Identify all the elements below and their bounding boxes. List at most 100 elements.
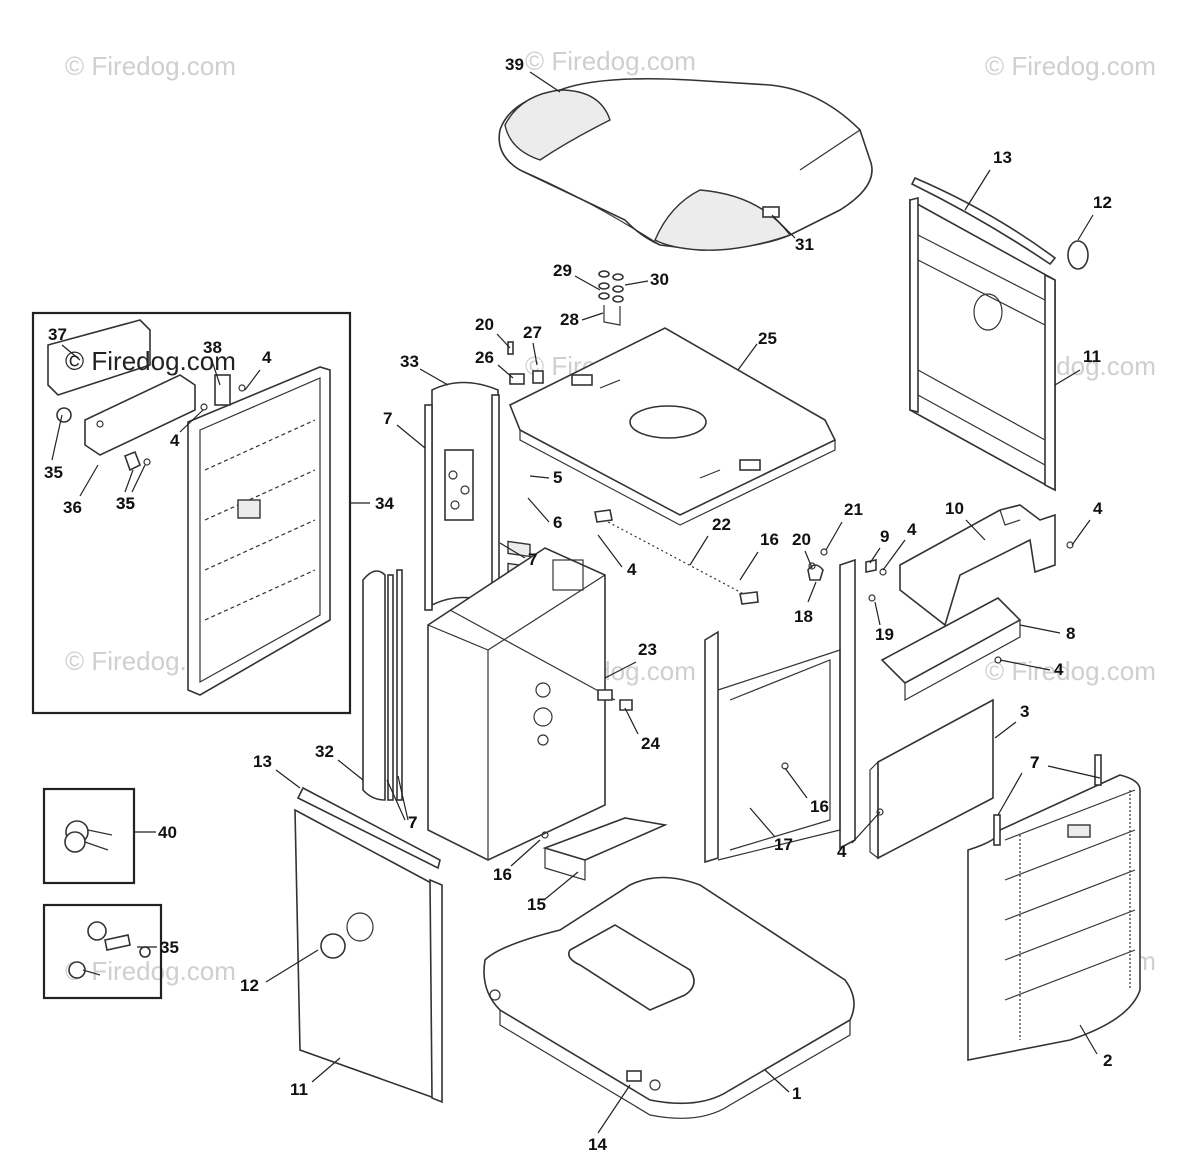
part-callout-number: 32 <box>315 742 334 761</box>
part-2-right-louvered-panel <box>967 754 1141 1061</box>
leader-line <box>999 659 1051 671</box>
part-1-base <box>483 876 855 1119</box>
part-callout-number: 4 <box>627 560 637 579</box>
leader-line <box>597 1084 631 1134</box>
part-callout-number: 38 <box>203 338 222 357</box>
part-callout-number: 26 <box>475 348 494 367</box>
leader-line <box>784 767 808 799</box>
leader-line <box>386 779 406 821</box>
leader-line <box>1054 369 1081 386</box>
part-callout-number: 18 <box>794 607 813 626</box>
leader-line <box>311 1057 341 1083</box>
leader-line <box>527 497 550 523</box>
part-callout-number: 10 <box>945 499 964 518</box>
leader-line <box>1019 624 1061 634</box>
leader-lines <box>51 71 1101 1134</box>
part-callout-number: 23 <box>638 640 657 659</box>
part-callout-number: 13 <box>253 752 272 771</box>
part-callout-number: 24 <box>641 734 660 753</box>
leader-line <box>179 409 204 433</box>
part-callout-number: 19 <box>875 625 894 644</box>
part-callout-number: 15 <box>527 895 546 914</box>
part-callout-number: 4 <box>170 431 180 450</box>
part-10-bracket <box>899 504 1074 627</box>
part-callout-number: 31 <box>795 235 814 254</box>
part-callout-number: 27 <box>523 323 542 342</box>
leader-line <box>739 551 759 581</box>
leader-line <box>624 280 649 286</box>
part-3-access-panel <box>869 698 994 860</box>
leader-line <box>1047 765 1101 779</box>
leader-line <box>807 581 817 603</box>
part-callout-number: 6 <box>553 513 562 532</box>
inset-door-assembly <box>31 311 352 715</box>
inset-box-35-lock-kit <box>42 903 163 1000</box>
leader-line <box>265 949 319 983</box>
leader-line <box>994 721 1017 739</box>
leader-line <box>882 539 906 571</box>
leader-line <box>581 312 604 321</box>
leader-line <box>764 1069 790 1093</box>
part-callout-number: 37 <box>48 325 67 344</box>
part-33-center-column <box>424 381 500 611</box>
leader-line <box>79 464 99 497</box>
leader-line <box>749 807 776 838</box>
leader-line <box>529 71 561 93</box>
watermark-text-dark: © Firedog.com <box>65 346 236 376</box>
part-callout-number: 35 <box>116 494 135 513</box>
leader-line <box>124 469 134 493</box>
leader-line <box>499 542 526 559</box>
part-callout-number: 4 <box>837 842 847 861</box>
part-callout-number: 30 <box>650 270 669 289</box>
part-callout-number: 12 <box>1093 193 1112 212</box>
part-callout-number: 16 <box>810 797 829 816</box>
part-callout-number: 22 <box>712 515 731 534</box>
part-callout-number: 39 <box>505 55 524 74</box>
part-callout-number: 35 <box>44 463 63 482</box>
part-callout-number: 20 <box>475 315 494 334</box>
part-callout-number: 34 <box>375 494 394 513</box>
leader-line <box>1077 214 1094 241</box>
watermark-text: © Firedog.com <box>985 656 1156 686</box>
part-8-deflector <box>880 597 1022 702</box>
part-25-top-plate <box>508 327 837 526</box>
leader-line <box>396 424 426 449</box>
leader-line <box>337 759 364 781</box>
part-callout-number: 21 <box>844 500 863 519</box>
part-callout-number: 7 <box>383 409 392 428</box>
leader-line <box>529 475 550 479</box>
leader-line <box>51 414 63 461</box>
part-callout-number: 4 <box>1054 660 1064 679</box>
part-23-inner-box <box>427 547 633 861</box>
watermark-text: © Firedog.com <box>525 46 696 76</box>
part-11-rear-frame <box>909 176 1089 492</box>
part-callout-number: 2 <box>1103 1051 1112 1070</box>
part-callout-number: 8 <box>1066 624 1075 643</box>
part-callout-number: 11 <box>290 1080 308 1099</box>
leader-line <box>1079 1024 1098 1055</box>
watermark-text: © Firedog.com <box>985 51 1156 81</box>
leader-line <box>874 601 881 626</box>
leader-line <box>869 547 881 564</box>
leader-line <box>419 368 449 386</box>
leader-line <box>244 369 261 391</box>
part-callout-number: 35 <box>116 494 135 513</box>
leader-line <box>825 521 843 551</box>
leader-line <box>397 775 409 821</box>
part-callout-number: 7 <box>408 813 417 832</box>
part-callout-number: 7 <box>1030 753 1039 772</box>
inset-box-40-keys <box>42 787 136 885</box>
leader-line <box>574 275 601 291</box>
part-callout-number: 13 <box>993 148 1012 167</box>
part-39-top-cover <box>498 77 873 251</box>
watermark-text: © Firedog.com <box>65 956 236 986</box>
part-callout-number: 11 <box>1083 347 1101 366</box>
part-callout-number: 12 <box>240 976 259 995</box>
part-callout-number: 3 <box>1020 702 1029 721</box>
leader-line <box>804 550 813 569</box>
leader-line <box>496 333 511 349</box>
leader-line <box>532 342 538 366</box>
leader-line <box>964 169 991 211</box>
leader-line <box>597 534 623 568</box>
